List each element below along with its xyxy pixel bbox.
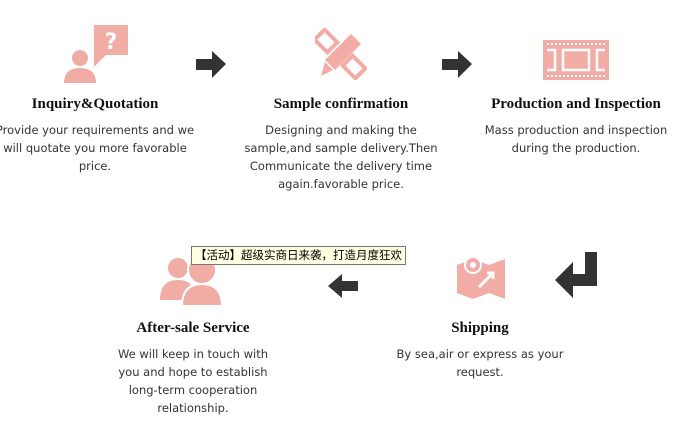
tooltip: 【活动】超级实商日来袭，打造月度狂欢 (191, 246, 406, 265)
step-description: We will keep in touch with you and hope … (117, 347, 269, 415)
svg-text:?: ? (105, 30, 118, 55)
step-description: Provide your requirements and we will qu… (0, 123, 195, 173)
arrow-right-icon (196, 51, 226, 78)
film-icon (543, 40, 609, 80)
step-description: Mass production and inspection during th… (484, 123, 668, 155)
users-icon (160, 255, 224, 306)
step-title: After-sale Service (136, 320, 250, 336)
step-description: Designing and making the sample,and samp… (244, 123, 438, 191)
step-title: Shipping (451, 320, 509, 336)
arrow-left-icon (328, 274, 358, 298)
inquiry-icon: ? (64, 25, 128, 83)
pencil-ruler-icon (315, 28, 367, 80)
step-title: Inquiry&Quotation (31, 96, 159, 112)
step-description: By sea,air or express as your request. (396, 347, 564, 379)
step-title: Production and Inspection (491, 96, 661, 112)
map-icon (457, 256, 505, 299)
step-title: Sample confirmation (273, 96, 409, 112)
arrow-down-left-icon (555, 252, 597, 298)
arrow-right-icon (442, 51, 472, 78)
